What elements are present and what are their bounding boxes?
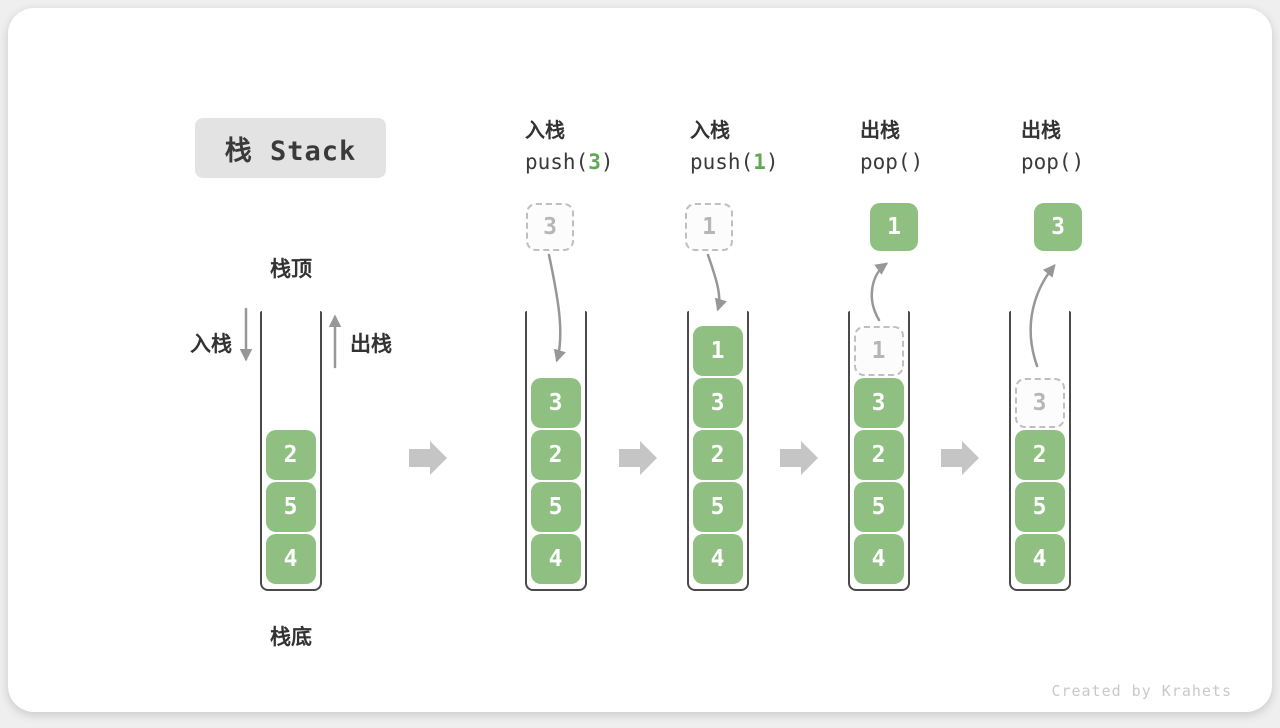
push-side-label: 入栈 xyxy=(190,332,232,356)
stack-state-3: 1 3 2 5 4 xyxy=(687,311,749,591)
diagram-card: 栈 Stack 栈顶 栈底 入栈 出栈 入栈 push(3) 入栈 push(1… xyxy=(8,8,1272,712)
stack-cell: 3 xyxy=(853,378,904,428)
stack-state-1: 2 5 4 xyxy=(260,311,322,591)
operation-action-label: 出栈 xyxy=(860,118,900,142)
push-transfer-arrow-2 xyxy=(706,253,727,312)
incoming-cell: 3 xyxy=(526,203,574,251)
stack-cell: 5 xyxy=(1014,482,1065,532)
step-arrow-3 xyxy=(780,441,818,475)
stack-cell: 5 xyxy=(530,482,581,532)
code-argument: 1 xyxy=(753,150,766,174)
stack-cell: 5 xyxy=(692,482,743,532)
popped-cell: 3 xyxy=(1034,203,1082,251)
stack-cell: 2 xyxy=(265,430,316,480)
stack-cell: 2 xyxy=(692,430,743,480)
stack-cell: 5 xyxy=(853,482,904,532)
operation-action-label: 入栈 xyxy=(525,118,565,142)
stack-cell: 3 xyxy=(692,378,743,428)
step-arrow-2 xyxy=(619,441,657,475)
stack-cell-ghost: 1 xyxy=(853,326,904,376)
stack-cell: 4 xyxy=(530,534,581,584)
step-arrow-1 xyxy=(409,441,447,475)
stack-cell: 4 xyxy=(692,534,743,584)
operation-push-1: 入栈 push(1) xyxy=(690,114,840,174)
popped-cell: 1 xyxy=(870,203,918,251)
incoming-cell: 1 xyxy=(685,203,733,251)
stack-state-5: 3 2 5 4 xyxy=(1009,311,1071,591)
operation-action-label: 入栈 xyxy=(690,118,730,142)
stack-cell: 4 xyxy=(265,534,316,584)
operation-code: push(3) xyxy=(525,150,614,174)
operation-code: pop() xyxy=(1021,150,1085,174)
operation-code: pop() xyxy=(860,150,924,174)
watermark: Created by Krahets xyxy=(1051,682,1232,700)
stack-cell: 2 xyxy=(853,430,904,480)
stack-state-4: 1 3 2 5 4 xyxy=(848,311,910,591)
stack-cell: 2 xyxy=(530,430,581,480)
operation-action-label: 出栈 xyxy=(1021,118,1061,142)
code-argument: 3 xyxy=(588,150,601,174)
operation-pop-1: 出栈 pop() xyxy=(860,114,1010,174)
stack-cell: 5 xyxy=(265,482,316,532)
stack-cell: 4 xyxy=(853,534,904,584)
stack-cell: 2 xyxy=(1014,430,1065,480)
operation-code: push(1) xyxy=(690,150,779,174)
pop-side-label: 出栈 xyxy=(350,332,392,356)
operation-push-3: 入栈 push(3) xyxy=(525,114,675,174)
stack-top-label: 栈顶 xyxy=(270,257,312,281)
stack-cell-ghost: 3 xyxy=(1014,378,1065,428)
diagram-title: 栈 Stack xyxy=(195,118,386,178)
operation-pop-2: 出栈 pop() xyxy=(1021,114,1171,174)
stack-cell: 1 xyxy=(692,326,743,376)
step-arrow-4 xyxy=(941,441,979,475)
stack-cell: 4 xyxy=(1014,534,1065,584)
stack-state-2: 3 2 5 4 xyxy=(525,311,587,591)
stack-bottom-label: 栈底 xyxy=(270,625,312,649)
stack-cell: 3 xyxy=(530,378,581,428)
